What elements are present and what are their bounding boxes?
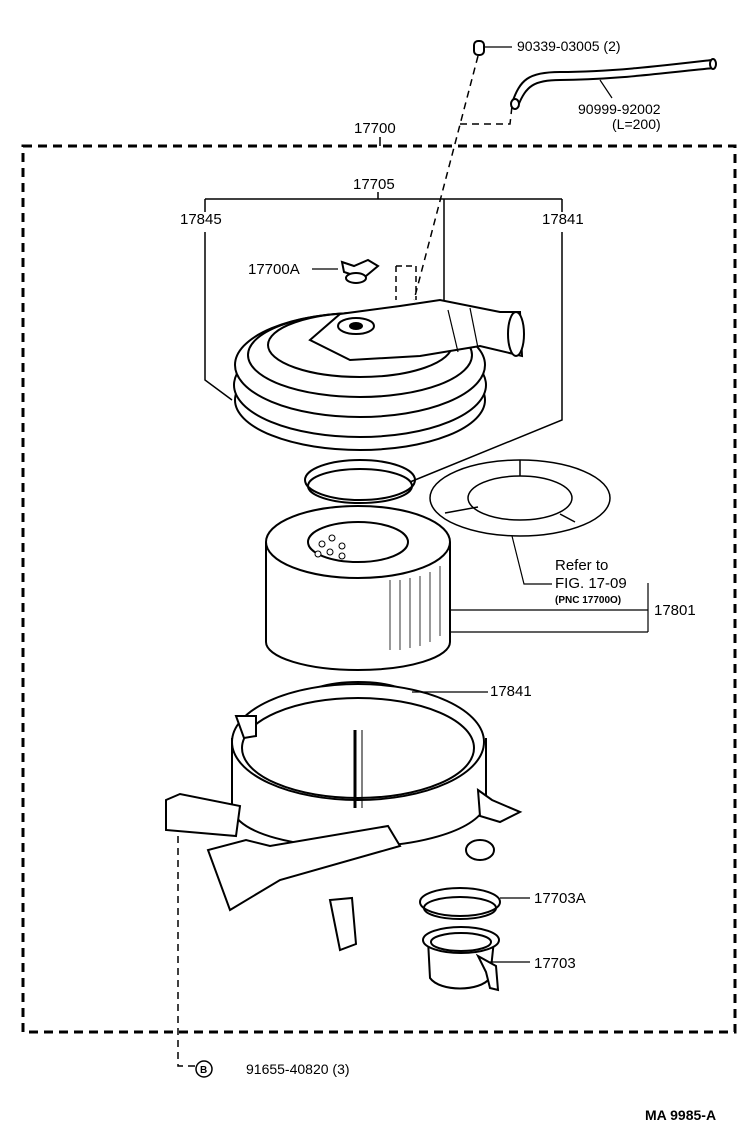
air-cleaner-cap xyxy=(233,298,525,451)
hose-clamp-part xyxy=(473,40,512,56)
hose-label: 90999-92002 xyxy=(578,101,661,117)
cap-sub-assembly-label: 17705 xyxy=(353,176,395,193)
bolt-symbol-letter: B xyxy=(200,1065,208,1076)
wing-nut-part xyxy=(312,258,380,284)
element-label: 17801 xyxy=(654,602,696,619)
bolt-label: 91655-40820 (3) xyxy=(246,1061,350,1077)
leader-lines xyxy=(412,583,649,963)
bolt-symbol-circle xyxy=(195,1060,213,1078)
hose-dashed-leader xyxy=(460,105,513,125)
clamp-dashed-leader xyxy=(413,55,479,301)
pnc-ref-label: (PNC 17700O) xyxy=(555,595,622,606)
air-filter-element xyxy=(265,505,451,671)
assembly-label: 17700 xyxy=(354,120,396,137)
fig-ref-label: FIG. 17-09 xyxy=(555,575,627,592)
hose-clamp-label: 90339-03005 (2) xyxy=(517,38,621,54)
cap-left-label: 17845 xyxy=(180,211,222,228)
hose-connector-label: 17703 xyxy=(534,955,576,972)
footer-code: MA 9985-A xyxy=(645,1107,717,1123)
hose-length-label: (L=200) xyxy=(612,116,661,132)
hose-part xyxy=(510,58,717,110)
hose-connector xyxy=(422,926,500,992)
cap-bracket xyxy=(204,192,563,483)
seal-ring xyxy=(419,887,501,920)
wing-nut-dashed-leader xyxy=(396,265,417,300)
refer-to-label: Refer to xyxy=(555,557,609,574)
upper-gasket xyxy=(304,459,416,504)
wing-nut-label: 17700A xyxy=(248,261,300,278)
assembly-boundary xyxy=(21,144,737,1034)
reference-gasket xyxy=(429,459,611,585)
lower-gasket-label: 17841 xyxy=(490,683,532,700)
cap-right-label: 17841 xyxy=(542,211,584,228)
air-cleaner-case xyxy=(165,683,523,952)
seal-ring-label: 17703A xyxy=(534,890,586,907)
bolt-dashed-leader xyxy=(177,836,196,1067)
